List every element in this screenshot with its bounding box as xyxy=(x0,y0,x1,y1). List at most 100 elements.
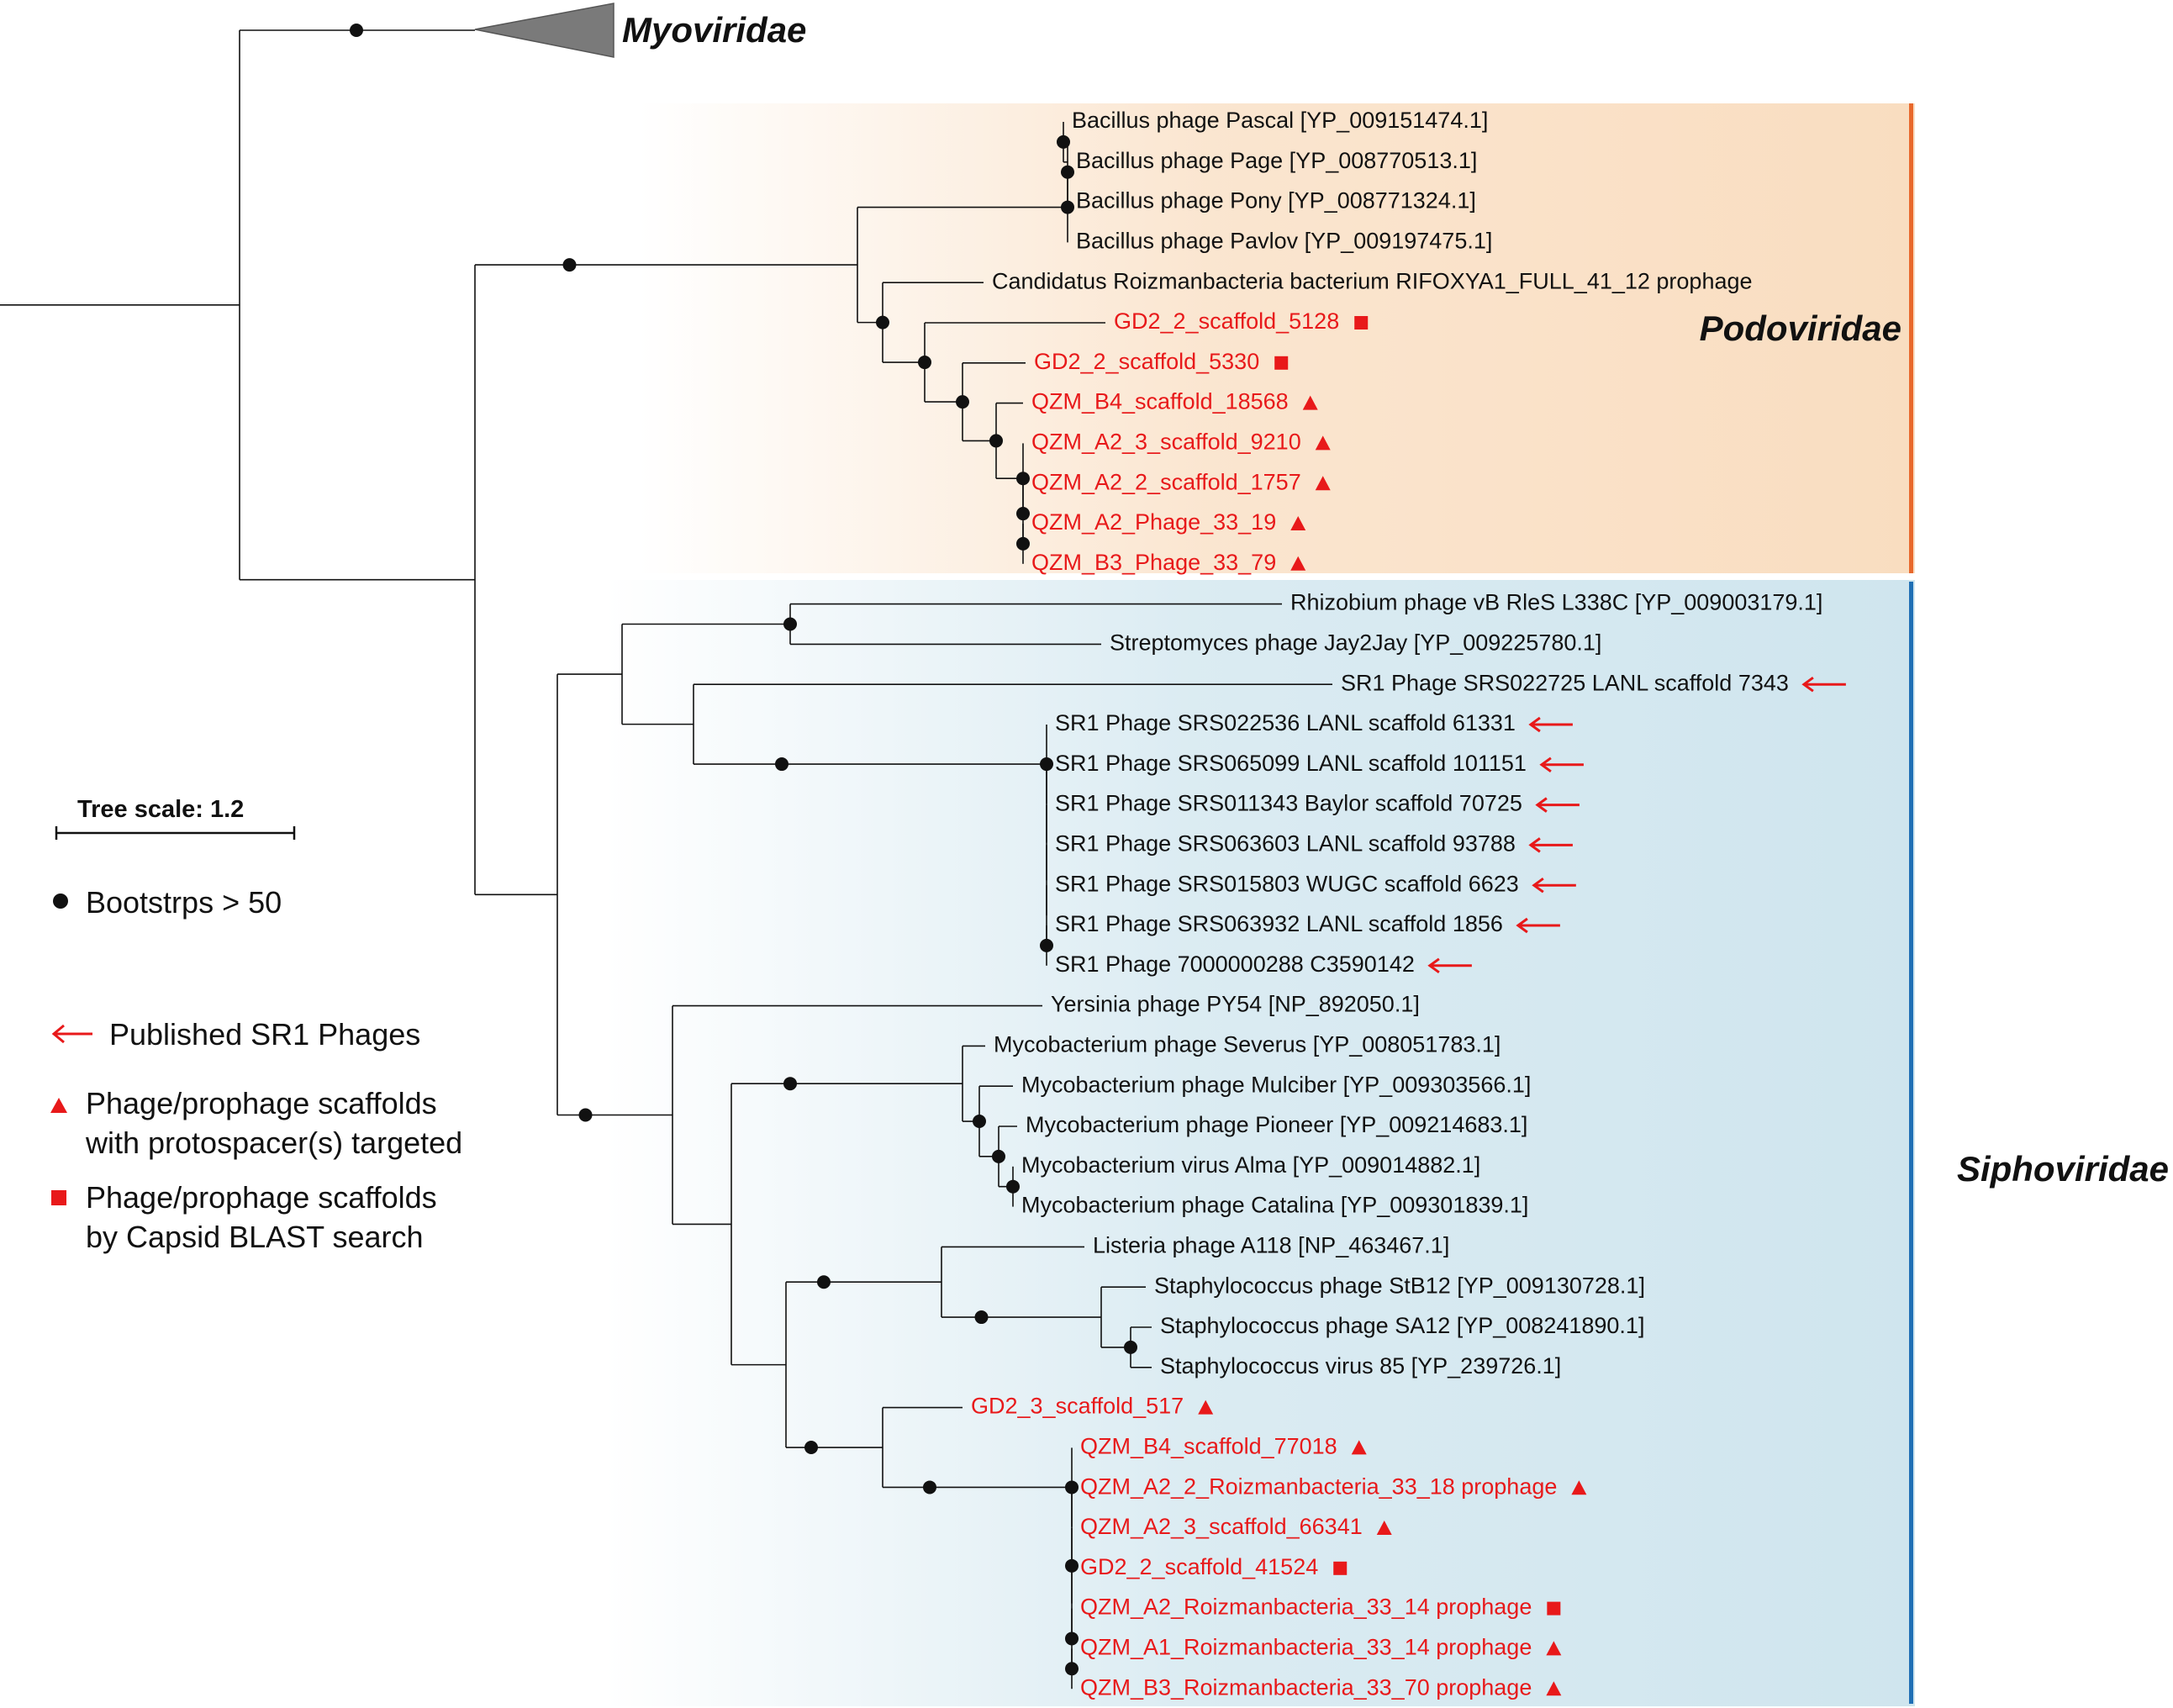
published-arrow-icon xyxy=(1539,756,1584,773)
tree-scale-label: Tree scale: 1.2 xyxy=(77,796,244,823)
triangle-marker-icon xyxy=(1290,516,1306,530)
bootstrap-dot xyxy=(956,395,969,409)
leaf-label: QZM_A2_3_scaffold_9210 xyxy=(1031,430,1301,455)
bootstrap-dot xyxy=(783,1077,797,1091)
leaf-label: Mycobacterium phage Mulciber [YP_0093035… xyxy=(1021,1072,1531,1097)
square-marker-icon xyxy=(1354,316,1369,329)
bootstrap-dot xyxy=(804,1441,818,1455)
leaf-label: Streptomyces phage Jay2Jay [YP_009225780… xyxy=(1110,630,1601,656)
clade-label-myoviridae: Myoviridae xyxy=(622,10,806,50)
clade-label-podoviridae: Podoviridae xyxy=(1700,308,1901,348)
podoviridae-bar xyxy=(1909,103,1913,573)
bootstrap-dot xyxy=(923,1480,936,1494)
published-arrow-icon xyxy=(1535,797,1580,813)
bootstrap-dot xyxy=(1124,1340,1137,1354)
leaf-label: QZM_A2_2_Roizmanbacteria_33_18 prophage xyxy=(1080,1473,1557,1499)
triangle-marker-icon xyxy=(1546,1681,1562,1696)
published-arrow-icon xyxy=(1532,877,1576,894)
myoviridae-collapsed-clade xyxy=(474,3,614,58)
leaf-label: SR1 Phage 7000000288 C3590142 xyxy=(1055,952,1415,977)
triangle-marker-icon xyxy=(1198,1400,1214,1415)
published-arrow-icon xyxy=(1528,837,1573,853)
leaf-label: GD2_3_scaffold_517 xyxy=(971,1394,1184,1419)
bootstrap-legend-label: Bootstrps > 50 xyxy=(86,885,282,920)
leaf-label: Listeria phage A118 [NP_463467.1] xyxy=(1093,1233,1449,1258)
leaf-label: Candidatus Roizmanbacteria bacterium RIF… xyxy=(992,268,1753,293)
leaf-label: QZM_B3_Phage_33_79 xyxy=(1031,550,1276,575)
triangle-marker-icon xyxy=(1290,556,1306,571)
bootstrap-dot xyxy=(1065,1632,1079,1646)
bootstrap-dot xyxy=(989,434,1003,448)
leaf-label: Bacillus phage Pascal [YP_009151474.1] xyxy=(1072,108,1488,133)
leaf-label: Staphylococcus phage SA12 [YP_008241890.… xyxy=(1160,1313,1644,1338)
leaf-label: Mycobacterium virus Alma [YP_009014882.1… xyxy=(1021,1152,1480,1178)
leaf-label: GD2_2_scaffold_41524 xyxy=(1080,1554,1318,1579)
podoviridae-band xyxy=(639,103,1915,573)
siphoviridae-bar xyxy=(1909,582,1913,1704)
published-arrow-icon xyxy=(1528,716,1573,733)
triangle-marker-icon xyxy=(1571,1480,1587,1495)
siphoviridae-band xyxy=(605,580,1915,1706)
leaf-label: GD2_2_scaffold_5330 xyxy=(1034,349,1259,374)
triangle-marker-icon xyxy=(1315,435,1331,451)
triangle-marker-icon xyxy=(1315,476,1331,491)
clade-label-siphoviridae: Siphoviridae xyxy=(1957,1149,2169,1189)
published-arrow-icon xyxy=(1801,676,1846,693)
bootstrap-dot xyxy=(1006,1179,1020,1194)
published-arrow-icon xyxy=(1427,957,1472,974)
square-legend-line1: Phage/prophage scaffolds xyxy=(86,1180,437,1215)
leaf-label: SR1 Phage SRS011343 Baylor scaffold 7072… xyxy=(1055,791,1522,816)
bootstrap-dot xyxy=(1016,472,1030,486)
bootstrap-dot xyxy=(918,356,931,370)
leaf-label: SR1 Phage SRS065099 LANL scaffold 101151 xyxy=(1055,751,1527,776)
square-marker-icon xyxy=(1547,1601,1561,1616)
leaf-label: GD2_2_scaffold_5128 xyxy=(1114,308,1339,334)
triangle-marker-icon xyxy=(1351,1440,1367,1455)
leaf-label: Yersinia phage PY54 [NP_892050.1] xyxy=(1051,992,1420,1017)
leaf-label: QZM_A1_Roizmanbacteria_33_14 prophage xyxy=(1080,1635,1532,1660)
bootstrap-dot xyxy=(1057,134,1070,149)
leaf-label: QZM_A2_2_scaffold_1757 xyxy=(1031,469,1301,494)
leaf-label: SR1 Phage SRS063603 LANL scaffold 93788 xyxy=(1055,831,1516,857)
bootstrap-dot xyxy=(783,617,797,631)
bootstrap-dot xyxy=(876,315,889,329)
bootstrap-legend-dot xyxy=(53,894,68,909)
bootstrap-dot xyxy=(578,1108,593,1122)
bootstrap-dot xyxy=(992,1149,1005,1163)
published-legend-label: Published SR1 Phages xyxy=(109,1017,420,1052)
bootstrap-dots xyxy=(350,24,1137,1676)
leaf-label: Bacillus phage Page [YP_008770513.1] xyxy=(1076,148,1477,173)
bootstrap-dot xyxy=(1061,165,1074,179)
bootstrap-dot xyxy=(1061,200,1074,214)
square-legend-line2: by Capsid BLAST search xyxy=(86,1220,424,1254)
leaf-label: Mycobacterium phage Severus [YP_00805178… xyxy=(994,1032,1501,1057)
triangle-marker-icon xyxy=(1376,1521,1392,1535)
leaf-label: QZM_B3_Roizmanbacteria_33_70 prophage xyxy=(1080,1674,1532,1700)
triangle-marker-icon xyxy=(1546,1641,1562,1656)
leaf-labels: Bacillus phage Pascal [YP_009151474.1] Ba… xyxy=(971,108,1822,1700)
bootstrap-dot xyxy=(562,258,577,272)
bootstrap-dot xyxy=(775,757,789,772)
triangle-legend-line2: with protospacer(s) targeted xyxy=(85,1125,462,1160)
leaf-label: QZM_B4_scaffold_18568 xyxy=(1031,389,1289,414)
leaf-label: SR1 Phage SRS063932 LANL scaffold 1856 xyxy=(1055,911,1503,936)
leaf-label: Staphylococcus phage StB12 [YP_009130728… xyxy=(1154,1273,1645,1298)
leaf-label: Mycobacterium phage Catalina [YP_0093018… xyxy=(1021,1193,1528,1218)
bootstrap-dot xyxy=(1065,1558,1079,1573)
leaf-label: QZM_A2_Phage_33_19 xyxy=(1031,509,1276,535)
leaf-label: Rhizobium phage vB RleS L338C [YP_009003… xyxy=(1290,590,1822,615)
leaf-label: SR1 Phage SRS022725 LANL scaffold 7343 xyxy=(1341,670,1789,695)
leaf-label: QZM_A2_Roizmanbacteria_33_14 prophage xyxy=(1080,1595,1532,1620)
bootstrap-dot xyxy=(1016,536,1030,551)
published-arrow-icon xyxy=(51,1024,92,1044)
bootstrap-dot xyxy=(1065,1662,1079,1676)
leaf-label: Mycobacterium phage Pioneer [YP_00921468… xyxy=(1026,1112,1527,1137)
legend: Tree scale: 1.2 Bootstrps > 50 Published… xyxy=(50,796,462,1254)
triangle-marker-icon xyxy=(1302,395,1318,410)
bootstrap-dot xyxy=(1040,938,1053,952)
published-arrow-icon xyxy=(1516,917,1560,934)
bootstrap-dot xyxy=(1065,1480,1079,1494)
bootstrap-dot xyxy=(973,1115,986,1129)
triangle-legend-icon xyxy=(50,1098,67,1113)
leaf-label: Bacillus phage Pony [YP_008771324.1] xyxy=(1076,188,1476,214)
